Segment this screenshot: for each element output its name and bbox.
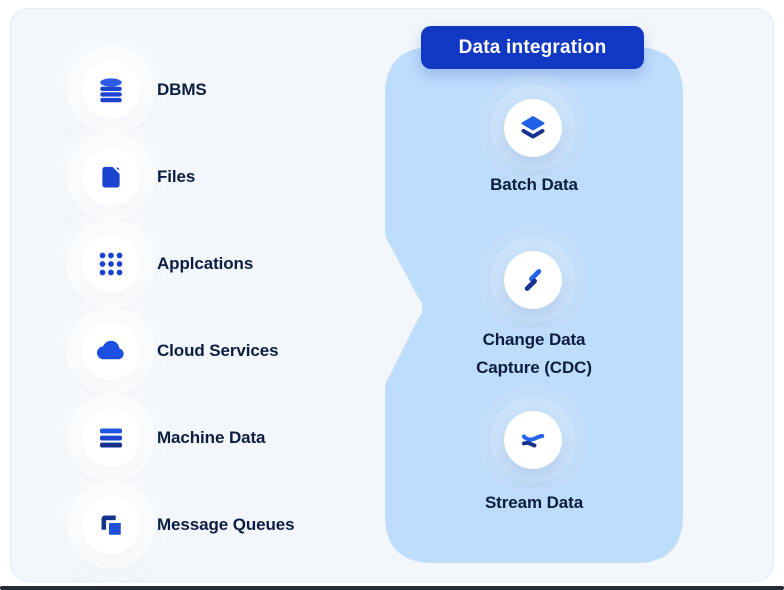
- source-row-applications: Applcations: [82, 235, 253, 293]
- message-queues-icon-circle: [82, 496, 140, 554]
- batch-data-label: Batch Data: [490, 175, 578, 194]
- source-row-cloud: Cloud Services: [82, 322, 279, 380]
- dbms-icon-circle: [82, 61, 140, 119]
- stream-data-icon-circle: [504, 411, 562, 469]
- cdc-label: Change Data Capture (CDC): [476, 330, 592, 377]
- applications-icon-circle: [82, 235, 140, 293]
- batch-data-icon-circle: [504, 99, 562, 157]
- source-row-machine-data: Machine Data: [82, 409, 265, 467]
- integration-title-badge: Data integration: [421, 26, 644, 69]
- cloud-icon-circle: [82, 322, 140, 380]
- source-row-dbms: DBMS: [82, 61, 207, 119]
- source-label: Files: [157, 167, 196, 186]
- cloud-icon: [96, 340, 124, 360]
- bottom-edge-line: [0, 586, 784, 590]
- source-label: Machine Data: [157, 428, 266, 447]
- file-icon: [102, 166, 121, 188]
- stream-data-label: Stream Data: [484, 493, 584, 512]
- machine-data-icon-circle: [82, 409, 140, 467]
- source-label: DBMS: [157, 80, 207, 99]
- source-row-message-queues: Message Queues: [82, 496, 295, 554]
- layers-icon: [521, 116, 545, 139]
- cdc-icon-circle: [504, 251, 562, 309]
- source-label: Message Queues: [157, 515, 295, 534]
- source-label: Cloud Services: [157, 341, 279, 360]
- database-icon: [100, 78, 122, 103]
- machine-data-icon: [100, 428, 122, 448]
- cdc-icon: [524, 269, 542, 291]
- app-grid-icon: [99, 252, 123, 276]
- files-icon-circle: [82, 148, 140, 206]
- source-label: Applcations: [157, 254, 254, 273]
- source-row-files: Files: [82, 148, 195, 206]
- stream-data-icon: [521, 434, 545, 448]
- message-queues-icon: [101, 515, 123, 537]
